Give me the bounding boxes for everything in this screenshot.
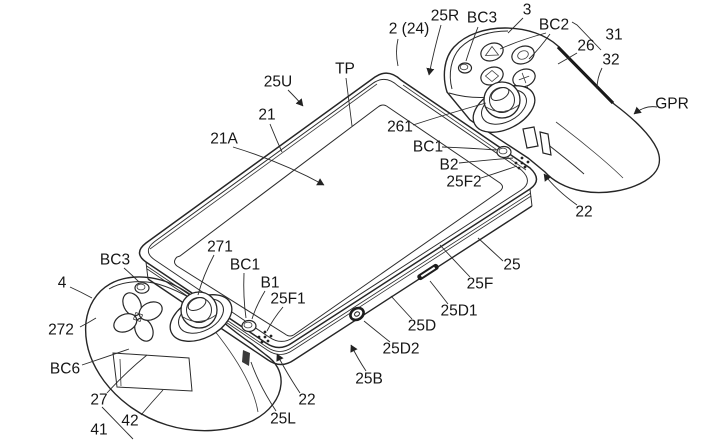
label-25R: 25R (431, 8, 459, 25)
speaker-holes-right (514, 156, 530, 170)
label-271: 271 (207, 239, 233, 256)
label-BC3-right: BC3 (467, 10, 497, 27)
diamond-icon (484, 69, 500, 83)
label-22-right: 22 (575, 204, 592, 221)
label-25F: 25F (467, 276, 494, 293)
labels: 2 (24) 25R BC3 3 BC2 26 31 32 GPR TP 25U… (48, 2, 689, 439)
dpad-left (113, 313, 138, 333)
label-41: 41 (90, 422, 107, 439)
label-BC1-right: BC1 (413, 139, 443, 156)
label-BC6: BC6 (50, 361, 80, 378)
label-BC1-left: BC1 (230, 257, 260, 274)
label-25D1: 25D1 (440, 303, 477, 320)
front-button-right (496, 145, 512, 159)
label-BC2: BC2 (539, 17, 569, 34)
label-25D2: 25D2 (382, 341, 419, 358)
circle-icon (517, 50, 529, 60)
label-25B: 25B (355, 371, 383, 388)
front-button-right-inner (498, 147, 508, 155)
rail-notch-step (119, 358, 122, 387)
label-4: 4 (58, 275, 67, 292)
dpad-up (122, 292, 142, 317)
label-261: 261 (387, 119, 413, 136)
label-22-left: 22 (298, 392, 315, 409)
label-21: 21 (258, 107, 275, 124)
attachment-rail-highlight (559, 45, 615, 102)
tablet (138, 72, 538, 366)
left-analog-stick (169, 291, 233, 342)
right-controller-inner-line (449, 30, 509, 90)
label-25D: 25D (408, 318, 436, 335)
right-analog-stick (472, 81, 536, 133)
small-round-button-left-top (134, 282, 150, 294)
attachment-rail (556, 45, 615, 105)
label-21A: 21A (210, 131, 238, 148)
corner-tab-left (242, 350, 250, 366)
label-2-24: 2 (24) (389, 21, 430, 38)
label-3: 3 (523, 2, 532, 19)
action-buttons (457, 42, 536, 88)
cross-icon (518, 72, 530, 84)
label-42: 42 (121, 413, 138, 430)
small-round-button-right-top-inner (459, 63, 469, 71)
label-BC3-left: BC3 (100, 252, 130, 269)
dpad (113, 292, 163, 342)
triangle-icon (484, 45, 500, 56)
rail-notch (112, 352, 193, 392)
front-button-left (241, 319, 257, 333)
small-round-button-left-top-inner (136, 283, 146, 291)
label-25: 25 (503, 257, 520, 274)
grip-shading-curve (555, 121, 624, 179)
card-slot (417, 263, 439, 281)
label-31: 31 (605, 27, 622, 44)
dpad-right (138, 301, 163, 321)
left-grip-crease (213, 329, 259, 413)
front-overlays (113, 81, 552, 342)
label-26: 26 (577, 38, 594, 55)
front-button-left-inner (243, 321, 253, 329)
side-end-edges (145, 188, 533, 280)
screen (174, 104, 503, 337)
label-32: 32 (602, 52, 619, 69)
label-GPR: GPR (655, 96, 689, 113)
label-25L: 25L (270, 411, 296, 428)
corner-tab-right-1 (522, 126, 539, 149)
headphone-jack (349, 306, 365, 322)
dpad-down (134, 317, 154, 342)
leader-lines (69, 17, 658, 440)
right-controller (443, 27, 661, 194)
label-B2: B2 (440, 157, 459, 174)
top-edge-double-line (149, 83, 378, 250)
label-272: 272 (48, 322, 74, 339)
label-B1: B1 (261, 275, 280, 292)
label-25F1: 25F1 (270, 291, 305, 308)
speaker-holes-left (257, 330, 273, 344)
label-25U: 25U (264, 74, 292, 91)
small-round-button-right-top (457, 62, 473, 74)
dpad-center (132, 311, 144, 323)
corner-tab-right-2 (539, 131, 552, 156)
label-TP: TP (335, 61, 355, 78)
label-27: 27 (90, 392, 107, 409)
label-25F2: 25F2 (446, 174, 481, 191)
circle-button (511, 45, 535, 65)
